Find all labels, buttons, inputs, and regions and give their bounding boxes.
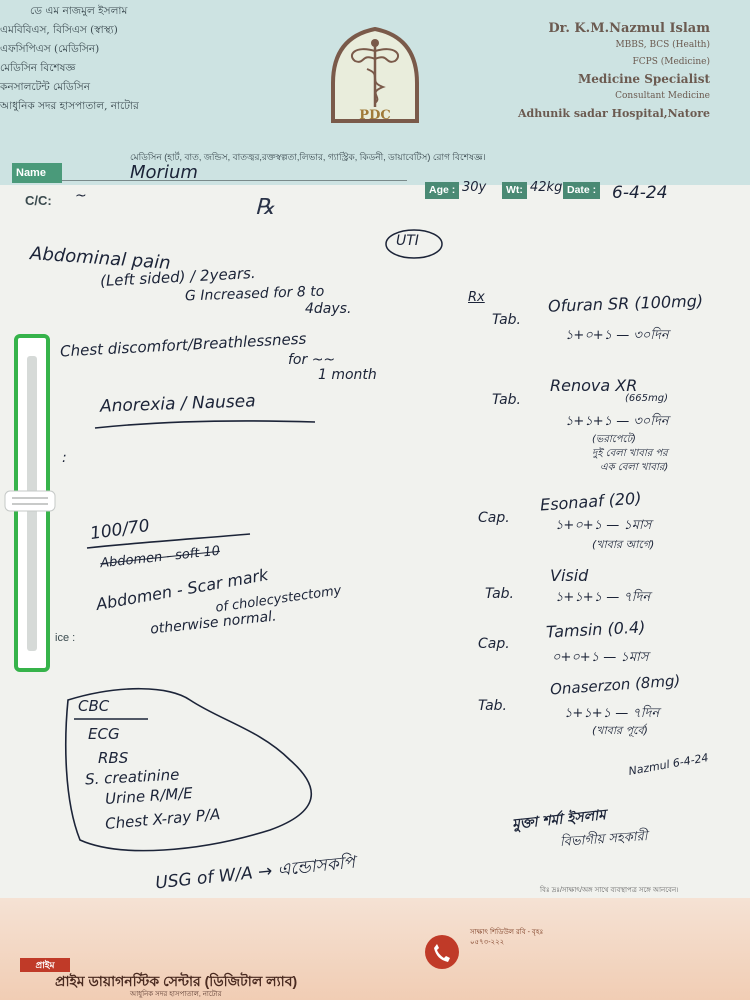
doctor-signature: Nazmul 6-4-24 <box>627 751 710 778</box>
underline-stroke <box>86 533 251 549</box>
circled-uti <box>385 229 443 259</box>
complaint-line: Chest discomfort/Breathlessness <box>59 329 307 361</box>
med-name: Esonaaf (20) <box>539 488 643 515</box>
scrollbar-thumb-icon[interactable] <box>4 490 56 512</box>
complaint-line: 4days. <box>305 301 352 317</box>
patient-age: 30y <box>462 180 487 195</box>
med-strength: (665mg) <box>625 393 668 404</box>
age-label: Age : <box>425 182 460 199</box>
doctor-hospital: Adhunik sadar Hospital,Natore <box>517 107 710 120</box>
doctor-name: Dr. K.M.Nazmul Islam <box>548 21 710 36</box>
footer-contact: সাক্ষাৎ শিডিউল রবি - বৃহঃ ০৫৭৩-২২২ <box>470 929 544 946</box>
rx-symbol-icon: ℞ <box>255 195 275 220</box>
circled-text: UTI <box>396 233 419 249</box>
footer-badge: প্রাইম <box>20 958 70 972</box>
med-dose: ১+০+১ — ১মাস <box>555 518 652 533</box>
name-underline <box>62 180 407 181</box>
med-form: Tab. <box>492 312 521 328</box>
complaint-line: G Increased for 8 to <box>184 283 325 305</box>
med-dose: ০+০+১ — ১মাস <box>552 650 649 665</box>
med-dose: ১+১+১ — ৩০দিন <box>565 414 669 429</box>
header-line: কনসালটেন্ট মেডিসিন <box>0 81 90 93</box>
investigation-item: RBS <box>98 749 129 767</box>
med-dose: ১+১+১ — ৭দিন <box>564 706 660 721</box>
rx-label: Rx <box>468 290 485 305</box>
med-dose: ১+১+১ — ৭দিন <box>555 590 651 605</box>
header-line: আধুনিক সদর হাসপাতাল, নাটোর <box>0 100 139 112</box>
complaint-line: for ~~ <box>288 352 336 368</box>
med-name: Tamsin (0.4) <box>545 617 646 642</box>
logo-text: PDC <box>359 108 390 123</box>
patient-date: 6-4-24 <box>612 183 668 203</box>
investigation-outline <box>64 687 313 852</box>
doctor-specialty: Medicine Specialist <box>577 72 710 86</box>
doctor-info: Dr. K.M.Nazmul Islam MBBS, BCS (Health) … <box>480 20 710 122</box>
caduceus-logo-icon: PDC <box>331 26 419 123</box>
phone-icon <box>425 935 459 969</box>
exam-line: otherwise normal. <box>149 608 278 638</box>
assistant-title: বিভাগীয় সহকারী <box>559 828 648 851</box>
med-note: (খাবার পূর্বে) <box>592 724 648 737</box>
cc-mark: ~ <box>75 188 87 204</box>
patient-weight: 42kg <box>530 180 563 195</box>
underline-stroke <box>94 420 316 429</box>
header-line: মেডিসিন বিশেষজ্ঞ <box>0 62 76 74</box>
med-form: Cap. <box>478 636 510 652</box>
complaint-line: 1 month <box>318 367 377 383</box>
footer-title: প্রাইম ডায়াগনস্টিক সেন্টার (ডিজিটাল ল্য… <box>55 973 298 989</box>
med-name: Ofuran SR (100mg) <box>547 291 704 316</box>
header-line: এফসিপিএস (মেডিসিন) <box>0 43 100 55</box>
med-name: Onaserzon (8mg) <box>549 671 681 699</box>
med-note: (খাবার আগে) <box>592 538 655 551</box>
underline-stroke <box>74 718 148 720</box>
header-line: ডে এম নাজমুল ইসলাম <box>30 5 128 17</box>
med-form: Cap. <box>478 510 510 526</box>
med-name: Visid <box>550 566 589 585</box>
footer-note: বিঃ দ্রঃ/সাক্ষাৎ/অঙ্গ সাথে ব্যবস্থাপত্র … <box>540 887 679 894</box>
med-form: Tab. <box>485 586 514 602</box>
cc-label: C/C: <box>25 193 52 208</box>
diagnostic-footer <box>0 898 750 1000</box>
med-note: (ভরাপেটে) <box>592 434 636 445</box>
letterhead: ডে এম নাজমুল ইসলাম এমবিবিএস, বিসিএস (স্ব… <box>0 0 750 185</box>
header-line: এমবিবিএস, বিসিএস (স্বাস্থ্য) <box>0 24 118 36</box>
weight-label: Wt: <box>502 182 527 199</box>
med-note: এক বেলা খাবার) <box>600 462 669 473</box>
advice-label: ice : <box>55 632 76 644</box>
date-label: Date : <box>563 182 601 199</box>
letterhead-bangla: ডে এম নাজমুল ইসলাম এমবিবিএস, বিসিএস (স্ব… <box>0 2 330 116</box>
investigation-item: ECG <box>88 725 120 743</box>
patient-name: Morium <box>130 162 198 183</box>
complaint-line: Anorexia / Nausea <box>99 391 256 417</box>
services-text: মেডিসিন (হার্ট, বাত, জন্ডিস, বাতজ্বর,রক্… <box>130 152 486 162</box>
doctor-degree: FCPS (Medicine) <box>632 57 710 67</box>
investigation-item: CBC <box>78 697 110 715</box>
footer-subtitle: আধুনিক সদর হাসপাতাল, নাটোর <box>130 991 222 998</box>
doctor-consultant: Consultant Medicine <box>615 91 710 101</box>
name-label: Name <box>12 163 62 183</box>
colon-mark: : <box>62 450 67 466</box>
med-name: Renova XR <box>550 376 638 395</box>
doctor-degree: MBBS, BCS (Health) <box>615 40 710 50</box>
med-form: Tab. <box>478 698 507 714</box>
med-form: Tab. <box>492 392 521 408</box>
med-note: দুই বেলা খাবার পর <box>592 448 668 459</box>
med-dose: ১+০+১ — ৩০দিন <box>565 328 669 343</box>
